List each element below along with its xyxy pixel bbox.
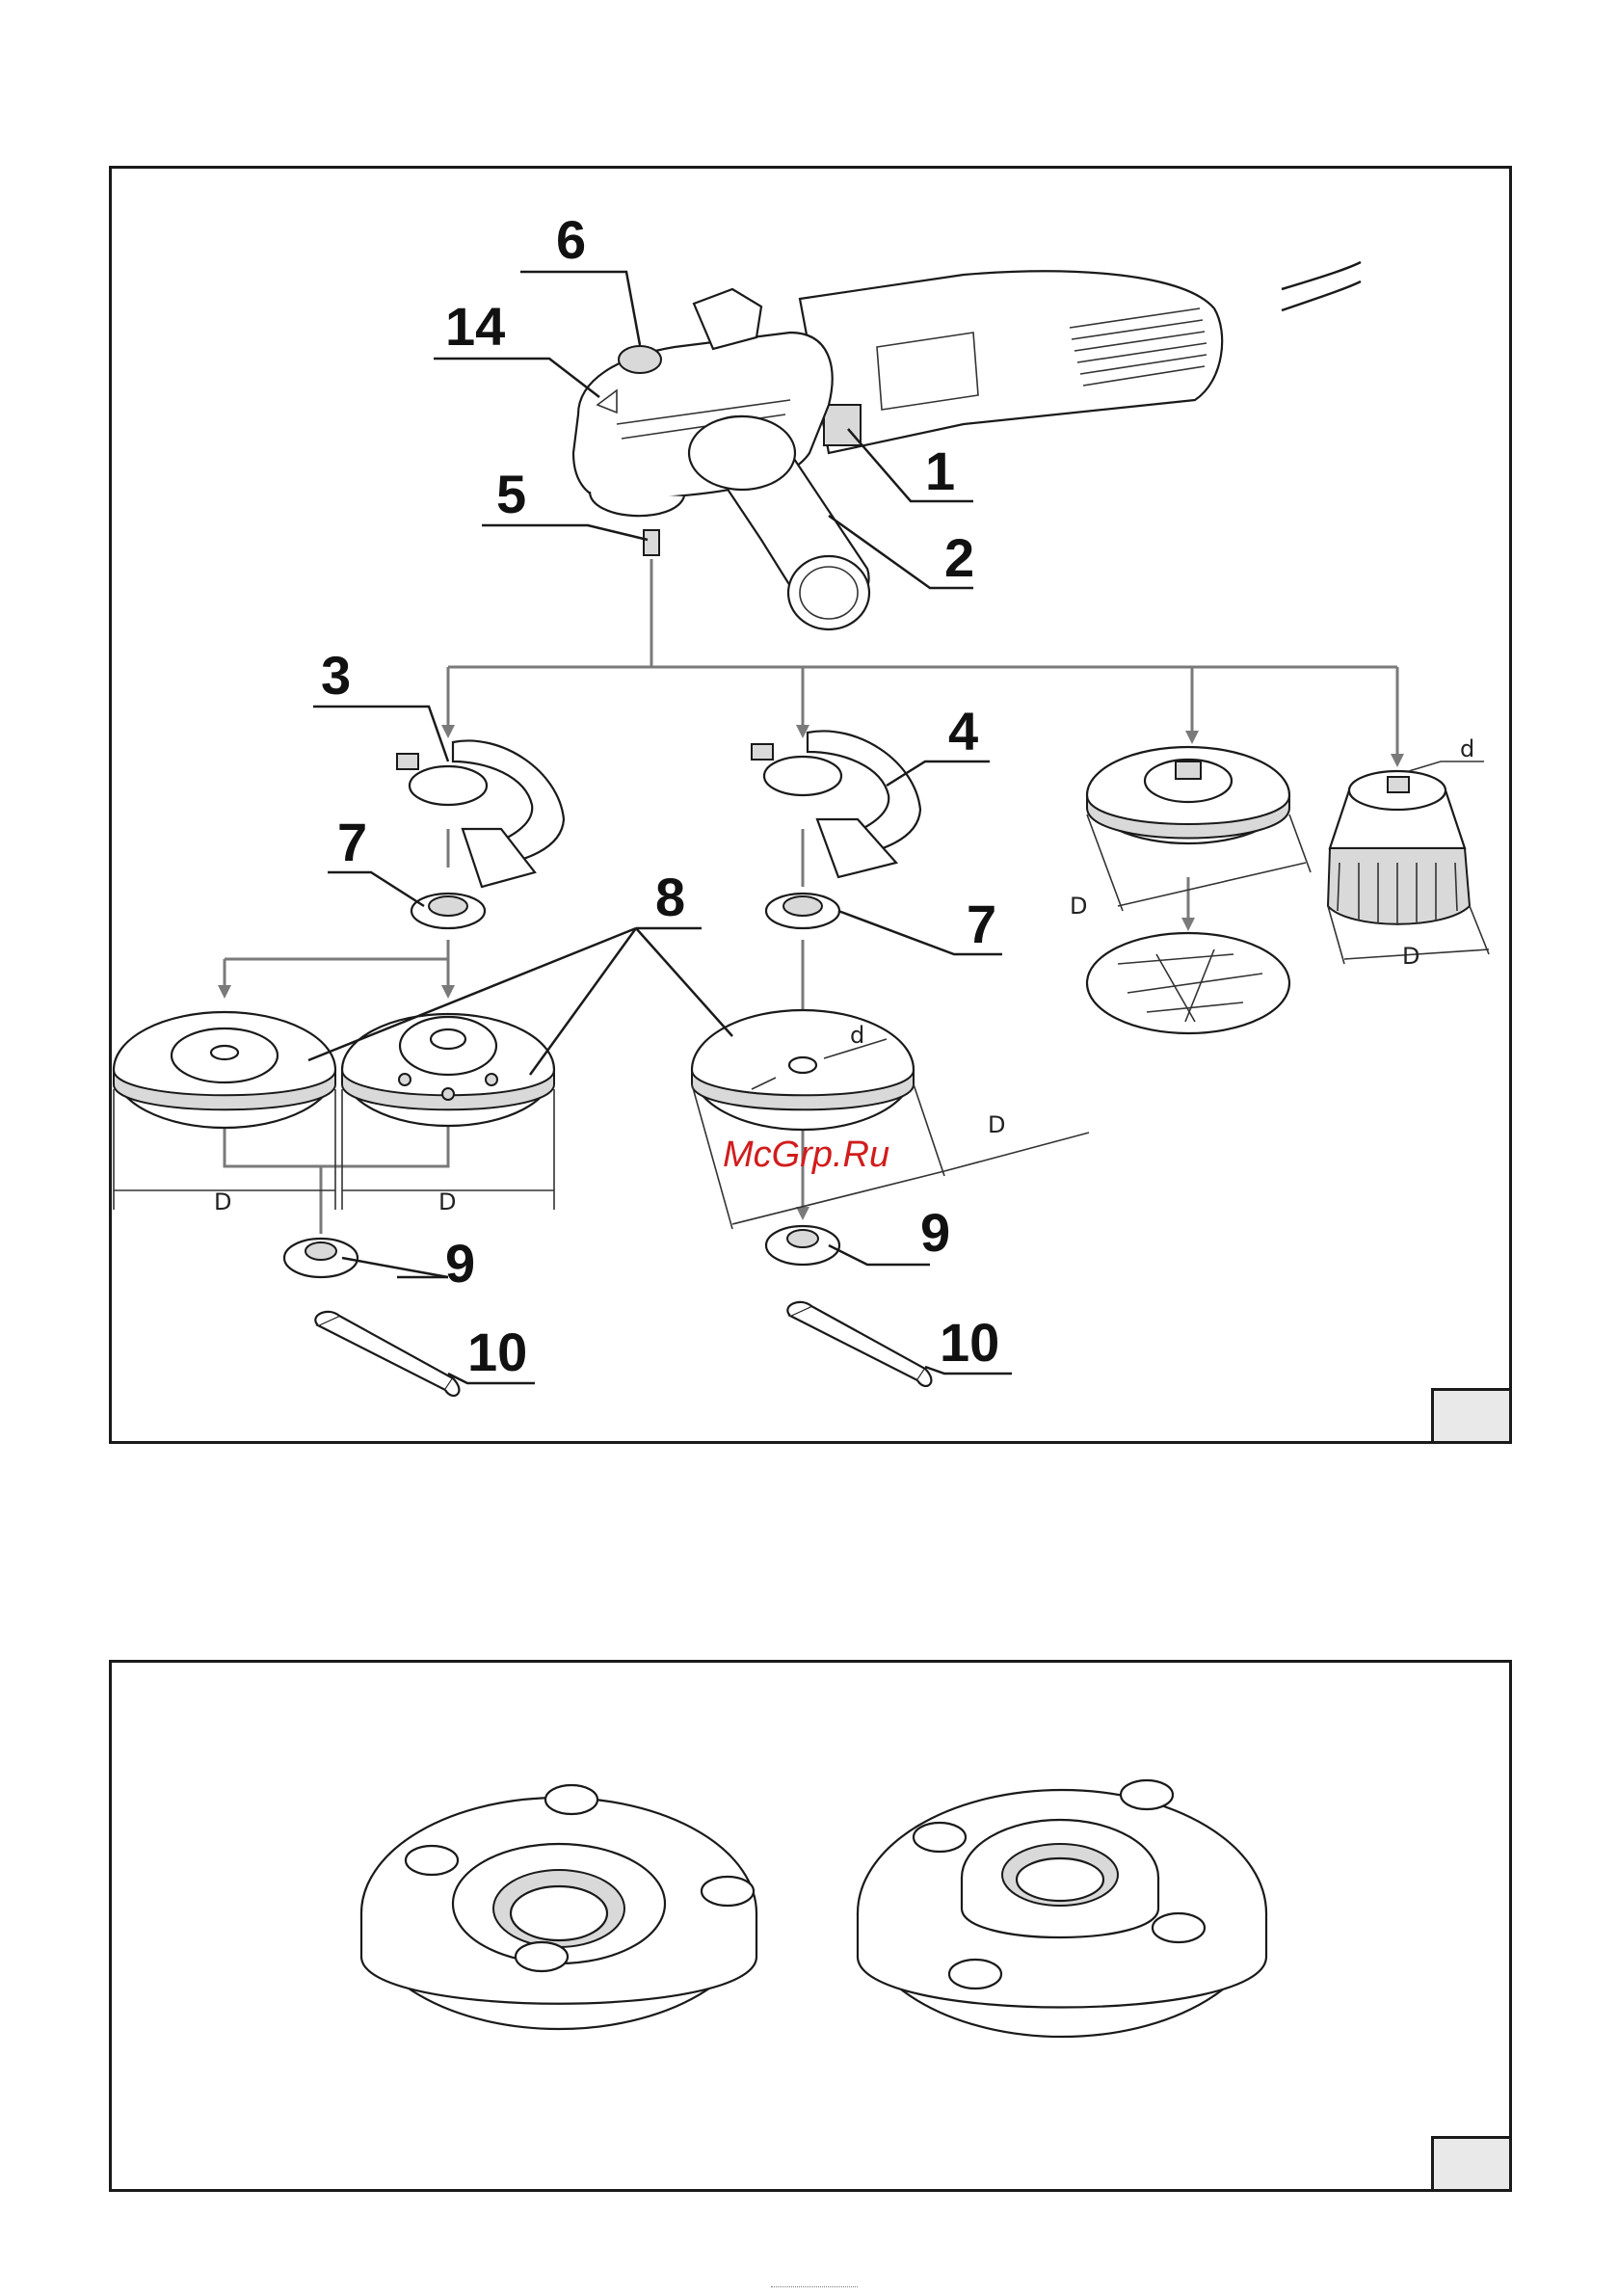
inner-flange-left [411,894,485,928]
callout-10-left: 10 [467,1322,527,1382]
callout-7-left: 7 [337,812,367,872]
callout-9-center: 9 [920,1202,950,1263]
dim-d-wire-brush: d [1460,735,1474,762]
sanding-disc [1087,933,1289,1033]
callout-4: 4 [948,701,978,761]
switch-icon [824,405,861,445]
backing-pad [1087,747,1289,843]
spindle-lock-button-icon [619,346,661,373]
callout-8: 8 [655,867,685,927]
cup-wire-brush [1328,771,1470,925]
outer-flange-center [766,1226,839,1265]
callout-7-center: 7 [967,894,996,954]
callout-2: 2 [944,527,974,588]
figure-number-box-bottom [1431,2136,1509,2189]
wheel-guard-left [397,740,564,887]
spindle-icon [644,530,659,555]
callout-14: 14 [445,296,505,357]
pin-spanner-left [315,1312,459,1396]
inner-flange-center [766,894,839,928]
watermark-text: McGrp.Ru [723,1135,889,1175]
callout-9-left: 9 [445,1233,475,1294]
callout-6: 6 [556,209,586,270]
figure-panel-bottom [109,1660,1512,2192]
callout-3: 3 [321,645,351,706]
diamond-disc-left [114,1012,335,1128]
pin-spanner-center [787,1302,931,1386]
wheel-guard-center [752,731,920,877]
dim-D-cutting-disc: D [988,1111,1005,1138]
callout-5: 5 [496,464,526,524]
callout-1: 1 [925,441,955,501]
callout-10-center: 10 [940,1312,999,1373]
dim-D-cup-disc: D [438,1188,456,1215]
dim-D-backing-pad: D [1070,893,1087,920]
dim-d-cutting-disc: d [850,1022,864,1049]
cup-disc-left [342,1014,554,1126]
footer-mark [771,2286,858,2293]
dim-D-wire-brush: D [1402,943,1419,970]
dim-D-diamond-disc: D [214,1188,231,1215]
